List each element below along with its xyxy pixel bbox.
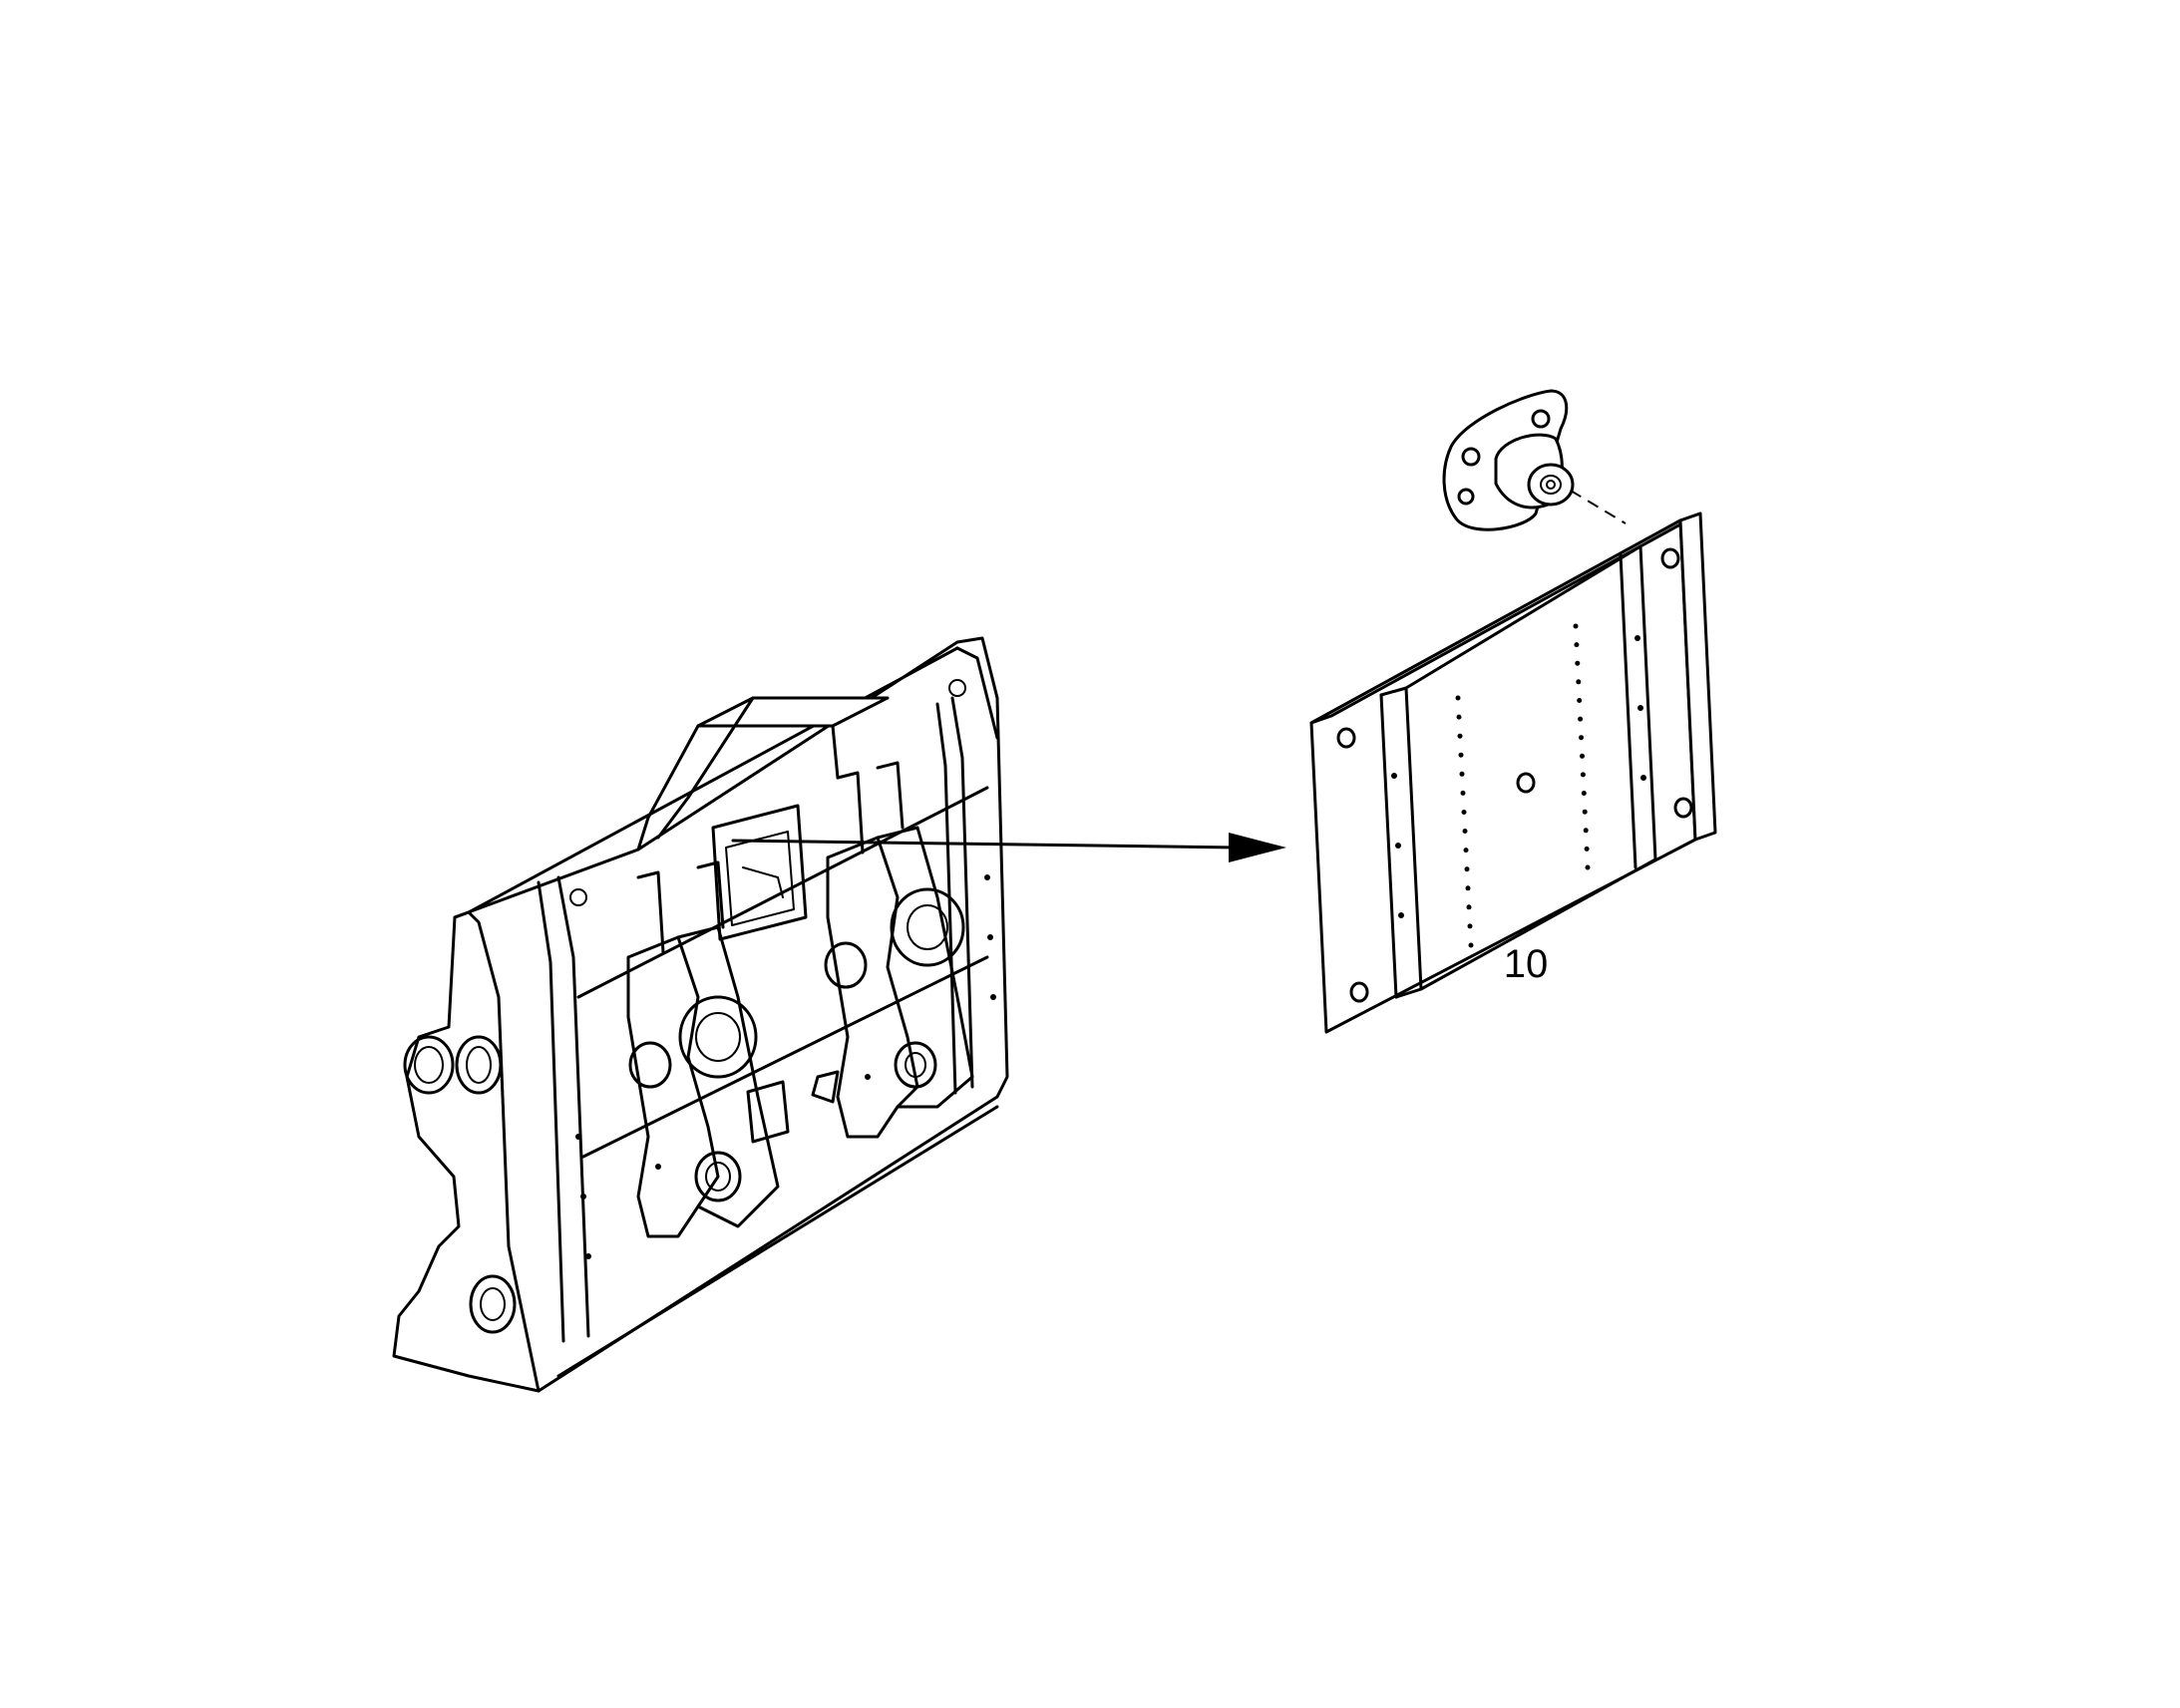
plate-hole-dot (1578, 716, 1584, 722)
plate-hole-dot (1579, 735, 1584, 741)
plate-hole-dot (1583, 828, 1589, 834)
plate-hole-dot (1581, 791, 1587, 796)
plate-hole-dot (1462, 829, 1468, 834)
plate-hole-dot (1585, 864, 1591, 870)
plate-hole-dot (1455, 695, 1461, 701)
plate-hole-dot (1576, 679, 1582, 685)
plate-hole-dot (1584, 846, 1590, 852)
plate-hole-dot (1580, 772, 1586, 778)
mounting-cap (1442, 389, 1627, 531)
blade-frame-assembly (392, 636, 1009, 1393)
plate-hole-dot (1577, 698, 1583, 703)
plate-hole-dot (1456, 714, 1462, 720)
plate-hole-dot (1574, 642, 1580, 648)
plate-hole-dot (1466, 904, 1472, 910)
plate-hole-dot (1457, 733, 1463, 739)
arrow-head (1229, 833, 1286, 862)
plate-hole-dot (1573, 623, 1579, 629)
center-window (711, 804, 808, 1144)
right-lift-arm-bracket (811, 761, 974, 1139)
plate-hole-rows (1455, 623, 1591, 948)
plate-hole-dot (1468, 942, 1474, 948)
callout-label-10: 10 (1504, 942, 1549, 986)
plate-hole-dot (1461, 810, 1467, 815)
left-lift-arm-bracket (626, 860, 780, 1238)
plate-hole-dot (1458, 752, 1464, 758)
plate-hole-dot (1582, 809, 1588, 815)
plate-right-edge (1678, 512, 1717, 842)
plate-hole-dot (1580, 753, 1585, 759)
left-side-bosses (403, 1035, 517, 1334)
plate-hole-dot (1459, 771, 1465, 777)
frame-outline (392, 636, 1009, 1393)
plate-hole-dot (1465, 885, 1471, 891)
leader-arrow (731, 833, 1286, 862)
plate-hole-dot (1463, 848, 1469, 854)
plate-hole-dot (1467, 923, 1473, 929)
plate-hole-dot (1464, 866, 1470, 872)
cap-boss (1527, 463, 1575, 507)
wear-plate-part-10 (1309, 512, 1717, 1034)
plate-hole-dot (1460, 790, 1466, 796)
plate-hole-dot (1575, 660, 1581, 666)
